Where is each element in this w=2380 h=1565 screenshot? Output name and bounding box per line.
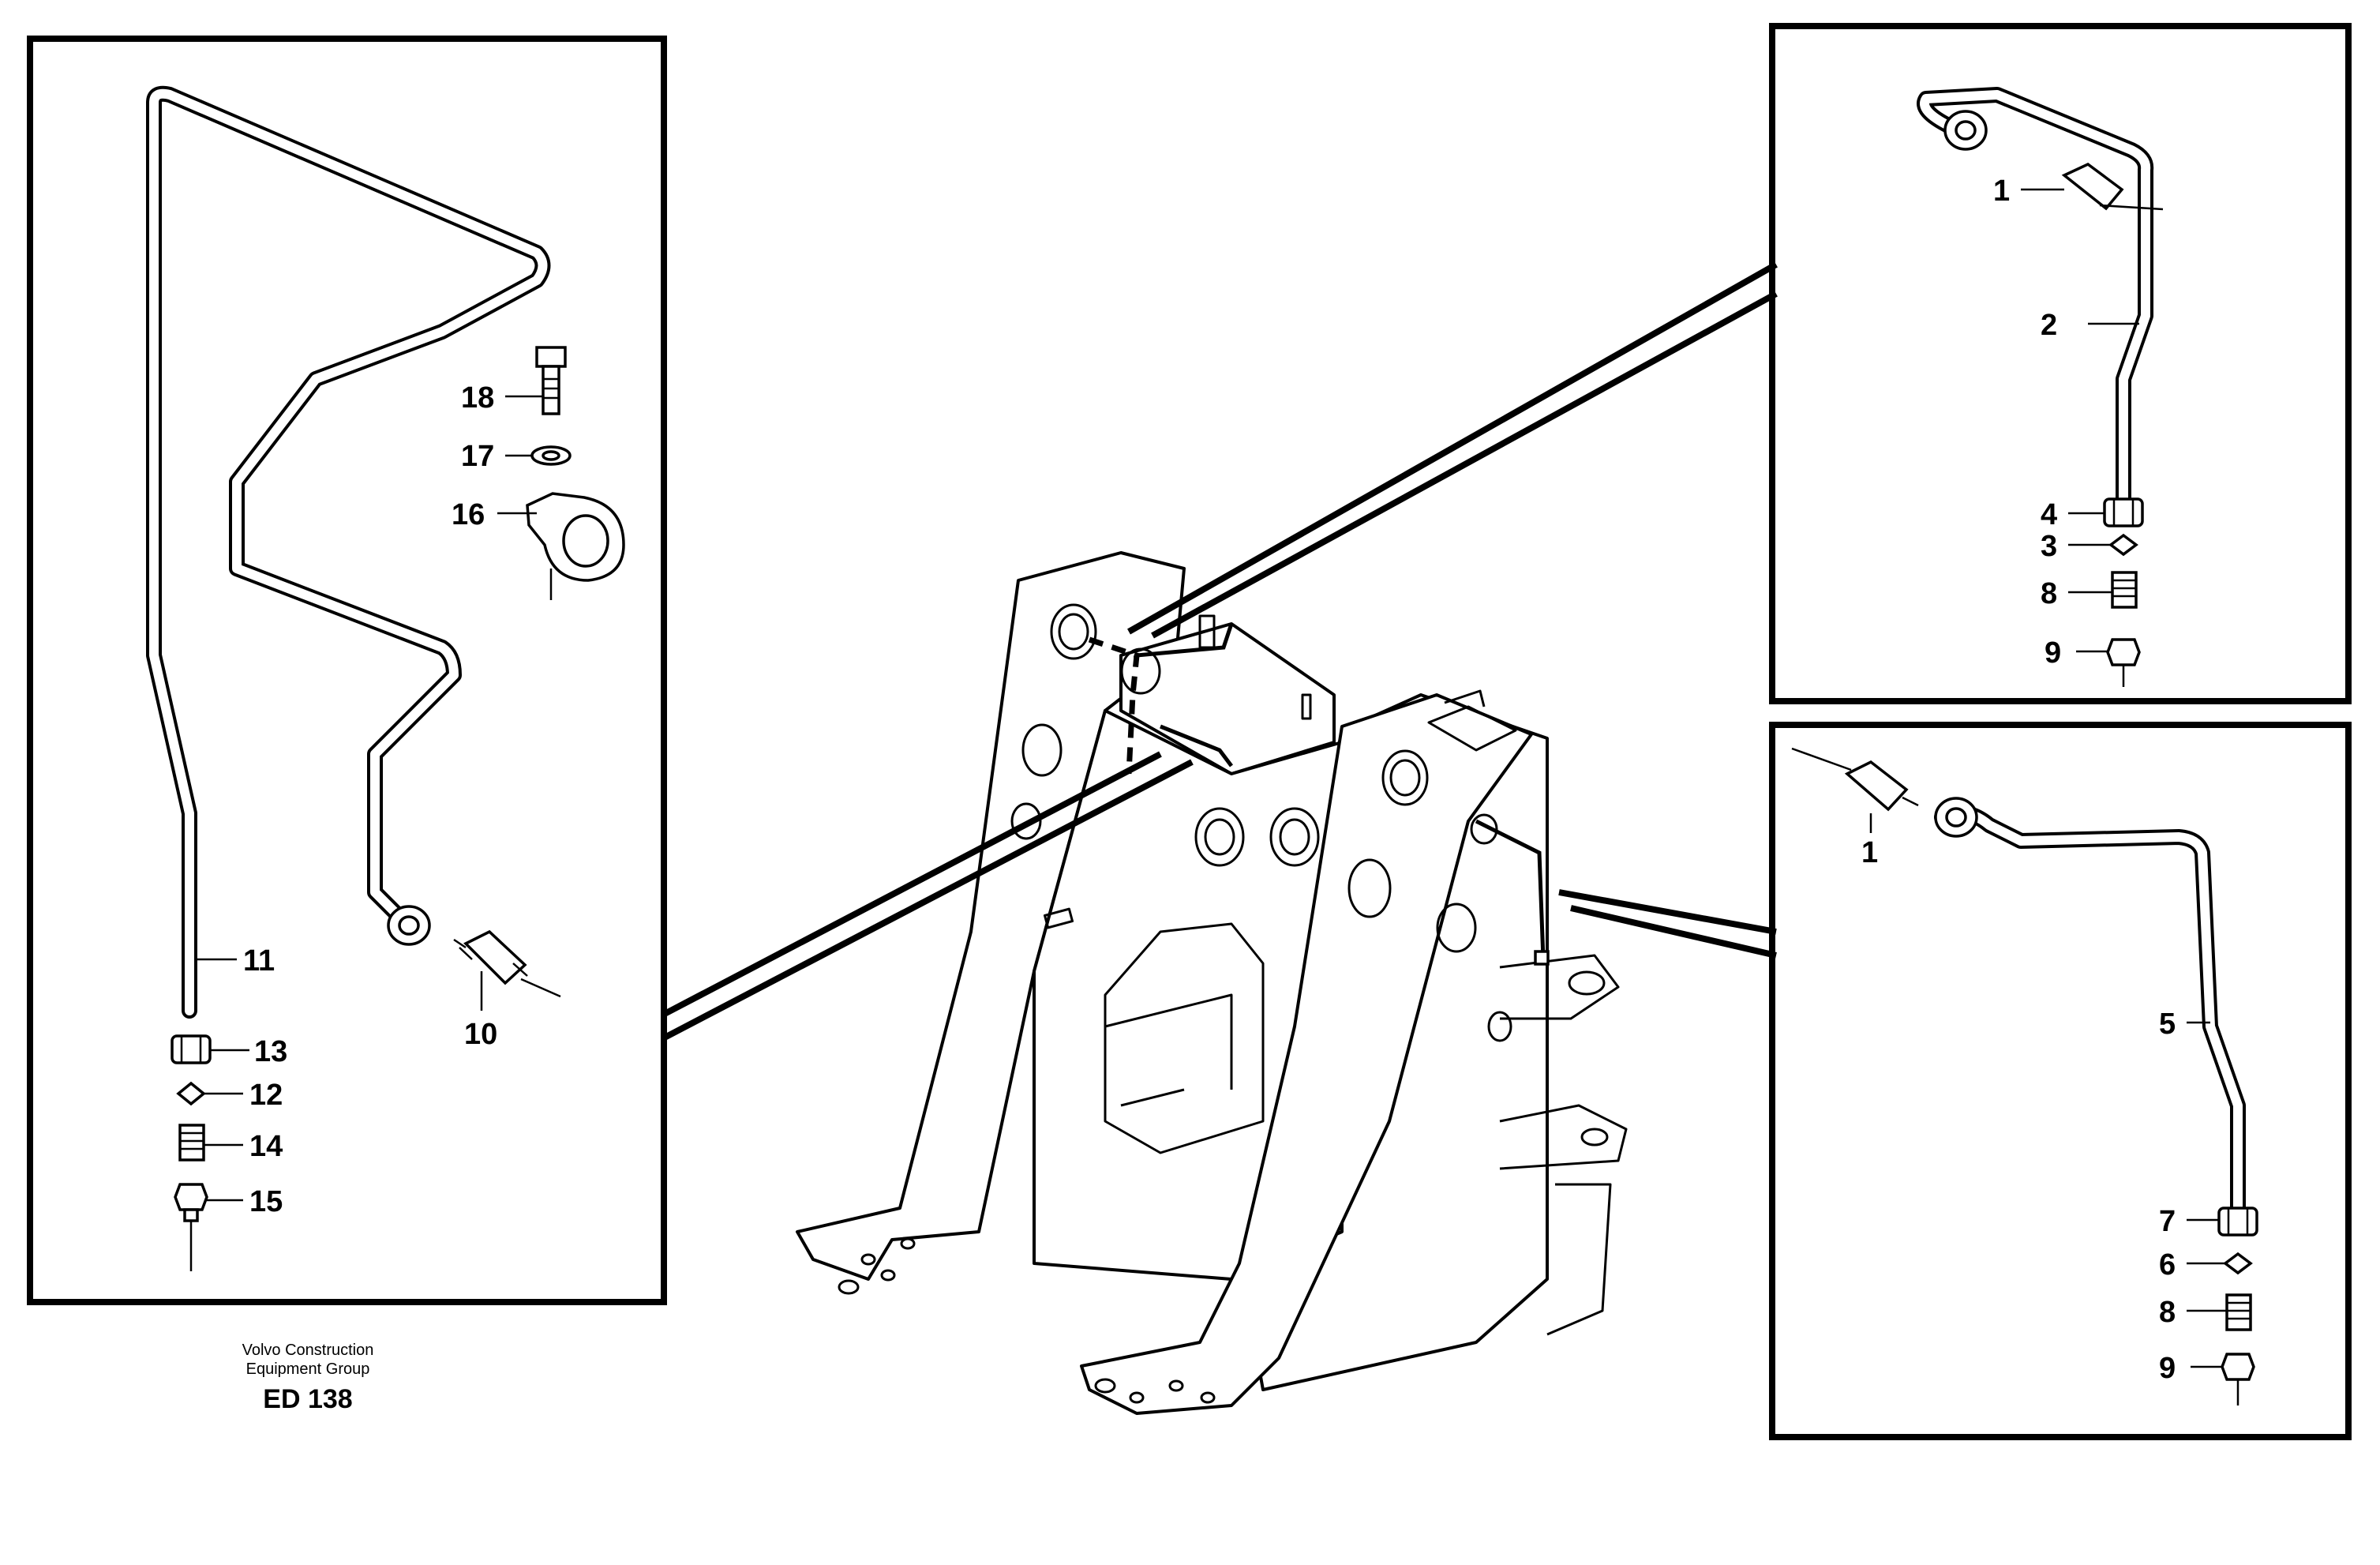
fitting-10 — [453, 929, 561, 998]
label-9-top: 9 — [2045, 636, 2061, 670]
nut-fitting-end — [387, 905, 431, 946]
label-18: 18 — [461, 381, 494, 415]
nut-4 — [2103, 497, 2144, 527]
label-13: 13 — [254, 1035, 287, 1068]
nut-7 — [2217, 1207, 2258, 1237]
fitting-9-top — [2106, 638, 2141, 687]
footer-caption: Volvo Construction Equipment Group ED 13… — [189, 1341, 426, 1417]
drawing-code: ED 138 — [263, 1384, 353, 1414]
company-line-2: Equipment Group — [245, 1360, 370, 1378]
washer-17 — [530, 445, 572, 466]
label-1-top: 1 — [1993, 175, 2010, 208]
label-16: 16 — [452, 498, 485, 531]
adapter-14 — [178, 1124, 205, 1162]
label-10: 10 — [464, 1018, 497, 1051]
adapter-8-bottom — [2225, 1293, 2252, 1331]
adapter-8-top — [2111, 571, 2138, 609]
company-line-1: Volvo Construction — [242, 1342, 374, 1359]
top-right-panel-border — [1769, 23, 2352, 704]
nut-13 — [171, 1034, 212, 1064]
bottom-right-detail-panel: 1 5 7 6 8 9 — [1769, 722, 2352, 1440]
label-15: 15 — [249, 1185, 283, 1218]
clamp-16 — [526, 492, 625, 600]
cone-6 — [2223, 1252, 2253, 1275]
callout-lines — [662, 261, 1778, 1041]
left-panel-border — [27, 36, 667, 1305]
label-9-bottom: 9 — [2159, 1352, 2176, 1385]
label-8-top: 8 — [2041, 577, 2057, 610]
label-6: 6 — [2159, 1248, 2176, 1282]
bottom-right-panel-border — [1769, 722, 2352, 1440]
fitting-15 — [174, 1183, 208, 1222]
label-1-bottom: 1 — [1861, 836, 1878, 869]
label-3: 3 — [2041, 530, 2057, 563]
label-5: 5 — [2159, 1008, 2176, 1041]
cone-12 — [176, 1081, 206, 1106]
top-right-detail-panel: 1 2 4 3 8 9 — [1769, 23, 2352, 704]
fitting-9-bottom — [2221, 1353, 2255, 1405]
label-4: 4 — [2041, 498, 2057, 531]
label-17: 17 — [461, 440, 494, 473]
loader-front-frame — [796, 551, 1628, 1415]
label-14: 14 — [249, 1130, 283, 1163]
nut-top — [1943, 110, 1988, 151]
label-11: 11 — [243, 944, 275, 978]
label-12: 12 — [249, 1079, 283, 1112]
bolt-18 — [535, 346, 567, 415]
fitting-1-top — [2061, 162, 2164, 211]
left-detail-panel: 18 17 16 10 11 13 12 14 15 — [27, 36, 667, 1305]
cone-3 — [2108, 533, 2138, 557]
label-8-bottom: 8 — [2159, 1296, 2176, 1329]
label-2: 2 — [2041, 309, 2057, 342]
nut-left-end — [1934, 797, 1978, 838]
fitting-1-bottom — [1791, 747, 1919, 812]
label-7: 7 — [2159, 1205, 2176, 1238]
